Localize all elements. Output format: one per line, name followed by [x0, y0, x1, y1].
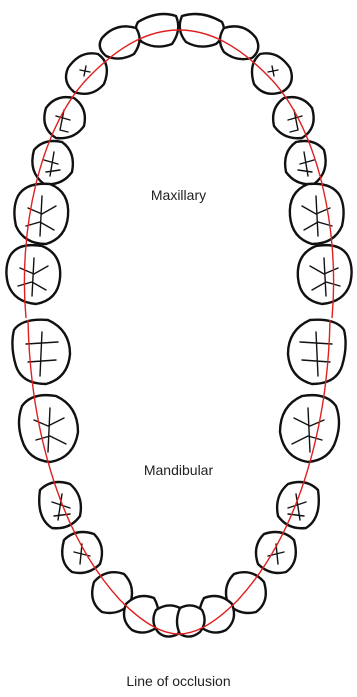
- groove: [287, 493, 307, 521]
- maxillary-central-incisor-right: [178, 12, 226, 48]
- maxillary-lateral-incisor-left: [98, 25, 141, 60]
- mandibular-label: Mandibular: [143, 462, 214, 478]
- maxillary-lateral-incisor-right: [218, 25, 260, 61]
- groove: [267, 65, 279, 77]
- maxillary-premolar-1-left: [43, 95, 87, 140]
- mandibular-premolar-1-right: [254, 530, 297, 575]
- maxillary-premolar-1-right: [271, 95, 315, 140]
- mandibular-central-incisor-right: [175, 604, 206, 638]
- groove: [51, 493, 71, 521]
- groove: [25, 195, 57, 237]
- maxillary-canine-left: [64, 52, 109, 95]
- maxillary-canine-right: [250, 52, 293, 95]
- mandibular-arch: [11, 318, 347, 638]
- groove: [301, 195, 333, 237]
- mandibular-premolar-1-left: [61, 530, 104, 575]
- groove: [25, 331, 59, 377]
- groove: [299, 331, 333, 377]
- figure-caption: Line of occlusion: [126, 673, 231, 689]
- groove: [43, 151, 61, 177]
- groove: [79, 65, 91, 77]
- mandibular-occlusion-line: [27, 319, 331, 635]
- groove: [287, 109, 303, 133]
- groove: [297, 151, 315, 177]
- maxillary-occlusion-line: [23, 29, 335, 319]
- groove: [55, 109, 71, 133]
- maxillary-arch: [5, 12, 353, 306]
- maxillary-label: Maxillary: [150, 187, 207, 203]
